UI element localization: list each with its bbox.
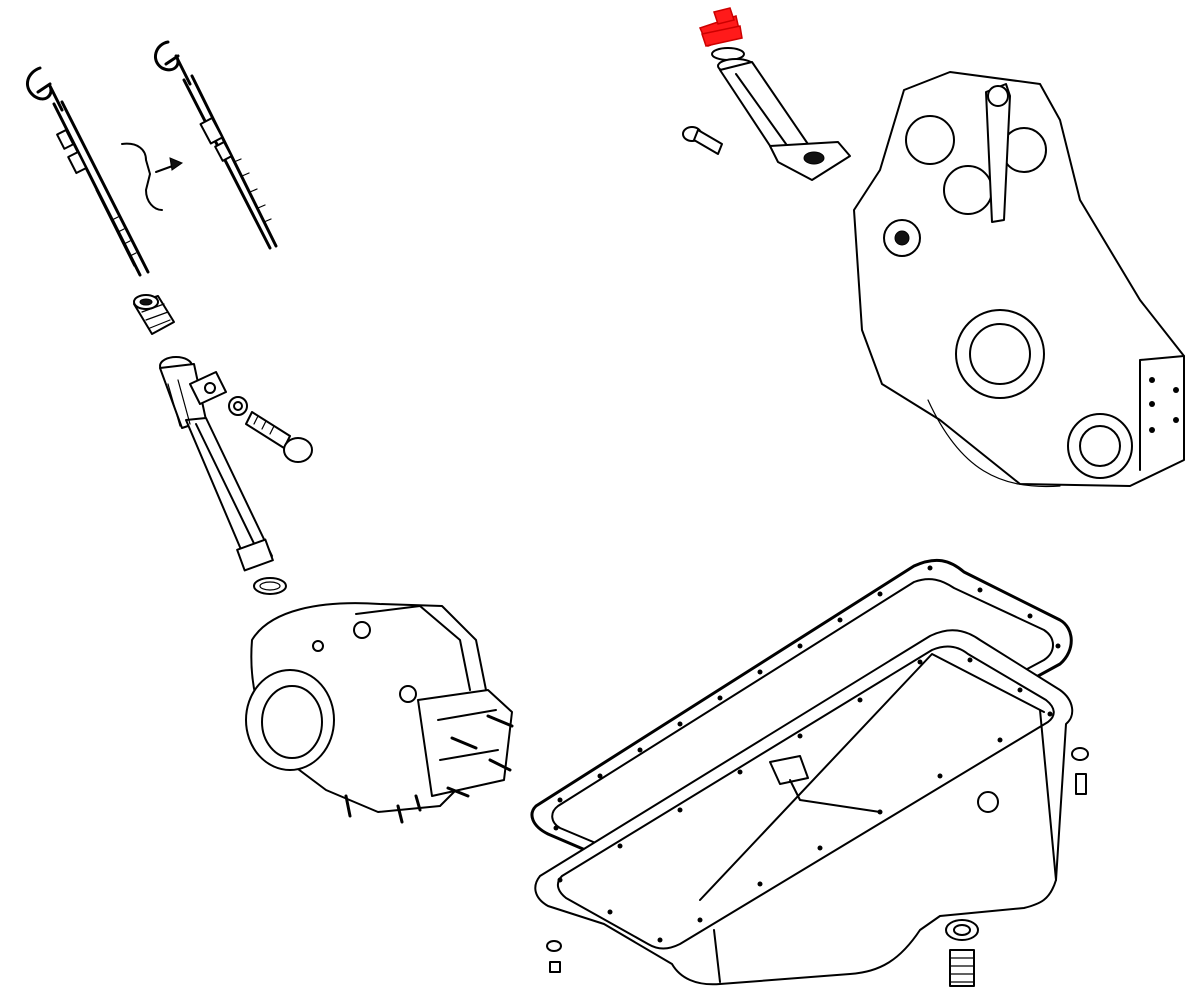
pan-capscrew-left[interactable] [546,940,562,973]
washer[interactable] [228,396,248,416]
replacement-arrow [121,142,184,211]
dipstick-new[interactable] [153,40,278,250]
oil-filler-cap[interactable] [698,7,743,47]
oil-drain-plug[interactable] [949,949,975,987]
oil-filler-tube[interactable] [711,47,851,181]
drain-plug-washer[interactable] [945,919,979,941]
tube-mounting-bracket[interactable] [189,371,227,405]
tube-seal-ring[interactable] [253,577,287,595]
housing-studs[interactable] [344,714,514,824]
oil-pan[interactable] [534,629,1074,986]
gear-housing[interactable] [853,71,1185,488]
pan-capscrew-right[interactable] [1071,747,1089,795]
dipstick-tube[interactable] [159,356,274,572]
dipstick-old[interactable] [25,66,150,277]
filler-tube-capscrew[interactable] [682,126,723,155]
mounting-capscrew[interactable] [245,411,313,463]
dipstick-adapter-plug[interactable] [133,294,175,335]
flywheel-housing[interactable] [245,602,513,813]
